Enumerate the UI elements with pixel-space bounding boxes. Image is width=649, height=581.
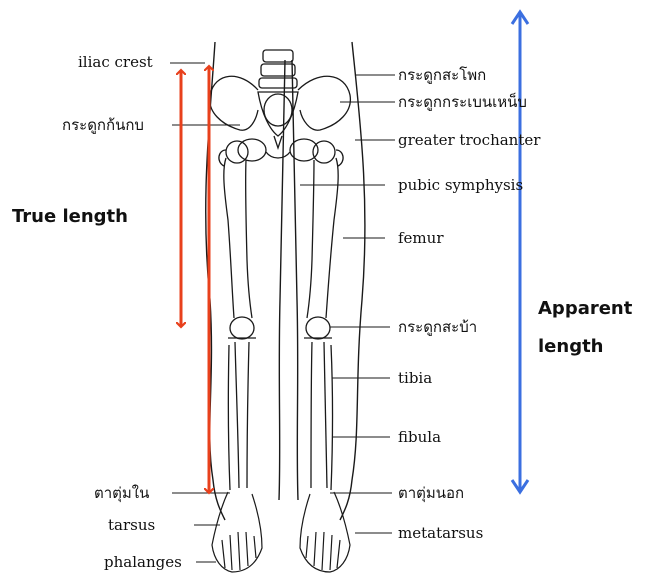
apparent-length-label-line2: length — [538, 334, 604, 360]
pelvis — [210, 50, 351, 161]
label-lateral-malleolus: ตาตุ่มนอก — [398, 484, 464, 502]
true-length-arrows — [181, 66, 209, 493]
label-tibia: tibia — [398, 369, 432, 387]
label-greater-trochanter: greater trochanter — [398, 131, 540, 149]
apparent-length-label-line1: Apparent — [538, 296, 632, 322]
label-phalanges: phalanges — [104, 553, 182, 571]
label-medial-malleolus: ตาตุ่มใน — [94, 484, 149, 502]
feet — [212, 492, 350, 572]
label-femur: femur — [398, 229, 443, 247]
true-length-label: True length — [12, 204, 128, 230]
apparent-length-arrow — [512, 12, 528, 492]
label-pubic-symphysis: pubic symphysis — [398, 176, 523, 194]
label-sacrum: กระดูกกระเบนเหน็บ — [398, 93, 527, 111]
label-coccyx: กระดูกก้นกบ — [62, 116, 144, 134]
label-iliac-crest: iliac crest — [78, 53, 153, 71]
label-hip-bone: กระดูกสะโพก — [398, 66, 486, 84]
label-patella: กระดูกสะบ้า — [398, 318, 477, 336]
label-metatarsus: metatarsus — [398, 524, 483, 542]
body-outline — [206, 42, 365, 520]
lower-leg-bones — [228, 342, 332, 490]
label-tarsus: tarsus — [108, 516, 155, 534]
label-fibula: fibula — [398, 428, 441, 446]
